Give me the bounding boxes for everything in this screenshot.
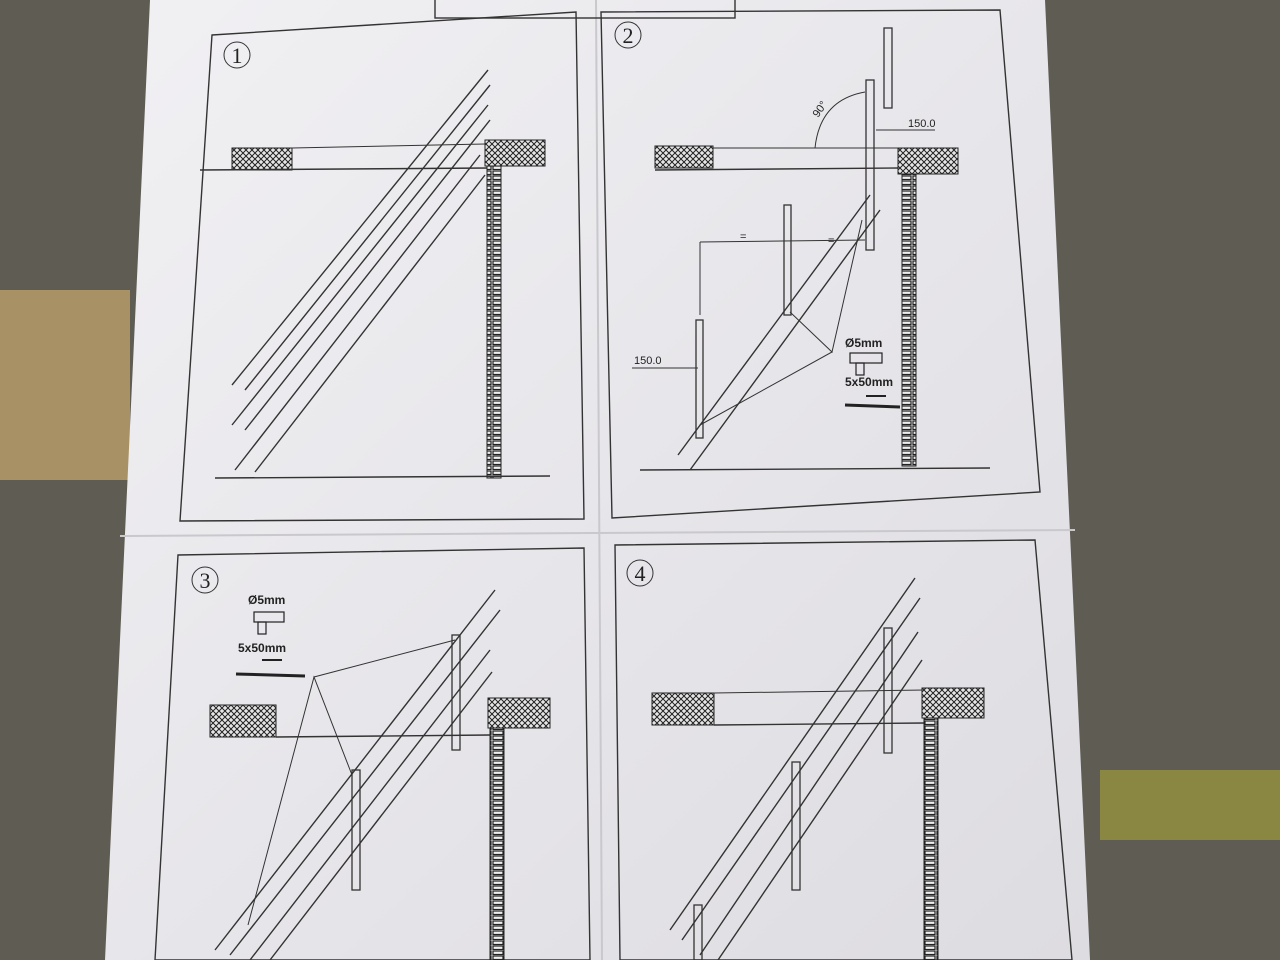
panel-4-handrail2 bbox=[681, 597, 921, 941]
drill-handle-icon bbox=[855, 362, 865, 376]
panel-4-brick-wall bbox=[923, 717, 939, 960]
panel-4-slab-top bbox=[713, 689, 926, 694]
screwdriver-icon bbox=[235, 672, 306, 678]
panel-4-stringer-a bbox=[699, 631, 919, 956]
panel-2-stringer-a2 bbox=[689, 209, 881, 471]
panel-4-stringer-a2 bbox=[717, 659, 923, 960]
panel-4-slab-hatch bbox=[921, 687, 985, 719]
panel-2-floor-hatch bbox=[654, 145, 714, 169]
panel-2-brick-wall bbox=[901, 173, 917, 467]
drill-icon bbox=[253, 611, 285, 623]
drill-handle-icon bbox=[257, 621, 267, 635]
panel-1-stringer-a2 bbox=[244, 84, 491, 391]
panel-4-handrail bbox=[669, 577, 916, 931]
panel-1-stringer-a bbox=[231, 69, 489, 386]
panel-3-number: 3 bbox=[200, 568, 211, 593]
panel-2-top-dim: 150.0 bbox=[908, 118, 936, 130]
panel-2-slab-hatch bbox=[897, 147, 959, 175]
panel-2-drill-label: Ø5mm bbox=[845, 336, 882, 350]
panel-4-frame bbox=[614, 539, 1073, 960]
panel-1-stringer-c bbox=[234, 154, 481, 471]
panel-1-stringer-b bbox=[231, 104, 489, 426]
panel-1-frame bbox=[179, 11, 585, 522]
fold-line-vertical bbox=[595, 0, 603, 960]
screwdriver-icon bbox=[844, 403, 901, 409]
panel-2-equal-dim-line bbox=[699, 239, 866, 243]
panel-3-stringer-b2 bbox=[269, 671, 493, 960]
panel-3: 3 Ø5mm 5x50mm bbox=[154, 547, 591, 960]
panel-4-upper-post bbox=[883, 627, 893, 754]
panel-4-middle-post bbox=[791, 761, 801, 891]
panel-3-slab-hatch bbox=[487, 697, 551, 729]
panel-4-number-circle bbox=[626, 559, 654, 587]
panel-2-equal-mark-a: = bbox=[740, 231, 746, 243]
yellow-paint-stripe bbox=[1100, 770, 1280, 840]
panel-3-screw-label: 5x50mm bbox=[238, 641, 286, 655]
panel-2-screw-label: 5x50mm bbox=[845, 375, 893, 389]
top-label-box bbox=[434, 0, 736, 19]
panel-1-number-circle bbox=[223, 41, 251, 69]
panel-4: 4 bbox=[614, 539, 1073, 960]
panel-1-number: 1 bbox=[232, 43, 243, 68]
panel-3-floor-hatch bbox=[209, 704, 277, 738]
panel-3-number-circle bbox=[191, 566, 219, 594]
panel-1-stringer-c2 bbox=[254, 174, 486, 473]
panel-3-middle-post bbox=[351, 769, 361, 891]
wood-block bbox=[0, 290, 130, 480]
panel-3-stringer-b bbox=[249, 649, 491, 960]
panel-2-equal-mark-b: = bbox=[828, 235, 834, 247]
panel-2-ceiling-line bbox=[654, 167, 901, 171]
panel-4-lower-post bbox=[693, 904, 703, 960]
fold-line-horizontal bbox=[119, 529, 1076, 537]
panel-2-newel-post bbox=[865, 79, 875, 251]
panel-1-stringer-b2 bbox=[244, 119, 491, 431]
panel-2-number: 2 bbox=[623, 23, 634, 48]
panel-4-floor-hatch bbox=[651, 692, 715, 726]
panel-2-frame bbox=[600, 9, 1041, 519]
panel-1-slab-top bbox=[291, 143, 486, 149]
panel-3-ceiling-line bbox=[275, 734, 491, 738]
panel-1: 1 bbox=[179, 11, 585, 522]
panel-3-stringer-a2 bbox=[229, 609, 501, 956]
panel-2-stringer-a bbox=[677, 194, 871, 456]
panel-2-ground-line bbox=[639, 467, 991, 471]
panel-1-brick-wall bbox=[486, 165, 502, 479]
panel-2-middle-post bbox=[783, 204, 792, 316]
panel-3-frame bbox=[154, 547, 591, 960]
panel-3-callout-lines bbox=[247, 639, 456, 926]
panel-3-brick-wall bbox=[489, 727, 505, 960]
drill-icon bbox=[849, 352, 883, 364]
panel-2: 2 90° 150.0 = = 150.0 Ø5mm 5x50mm bbox=[600, 9, 1041, 519]
panel-2-number-circle bbox=[614, 21, 642, 49]
panel-2-bottom-post bbox=[695, 319, 704, 439]
panel-4-number: 4 bbox=[635, 561, 646, 586]
panel-2-spirit-level bbox=[883, 27, 893, 109]
panel-4-ceiling-line bbox=[713, 722, 926, 726]
panel-2-angle-arc bbox=[814, 91, 866, 149]
panel-1-ceiling-line bbox=[199, 167, 491, 171]
panel-2-callout-lines bbox=[699, 219, 863, 426]
panel-3-upper-post bbox=[451, 634, 461, 751]
panel-1-ground-line bbox=[214, 475, 551, 479]
panel-1-slab-hatch bbox=[484, 139, 546, 167]
panel-1-floor-hatch bbox=[231, 147, 293, 171]
panel-3-drill-label: Ø5mm bbox=[248, 593, 285, 607]
panel-2-left-dim: 150.0 bbox=[634, 355, 662, 367]
